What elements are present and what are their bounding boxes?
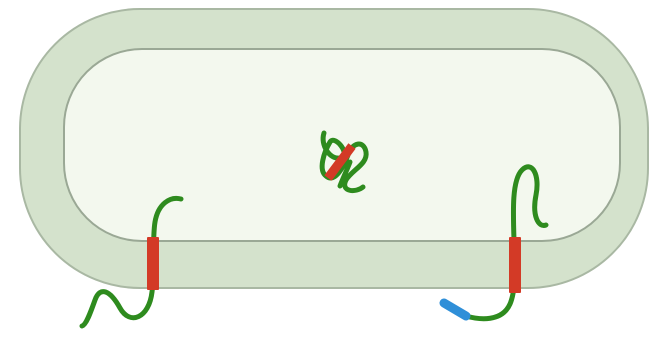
cytoplasmic-protein	[319, 130, 369, 194]
left-protein-chain	[79, 195, 184, 329]
right-membrane-protein	[439, 164, 549, 322]
right-transmembrane-segment	[509, 237, 521, 293]
left-membrane-protein	[79, 195, 184, 329]
cytoplasmic-hydrophobic-segment	[324, 143, 356, 181]
blue-terminal-tag	[439, 298, 471, 321]
left-transmembrane-segment	[147, 237, 159, 290]
right-protein-chain	[463, 164, 549, 322]
